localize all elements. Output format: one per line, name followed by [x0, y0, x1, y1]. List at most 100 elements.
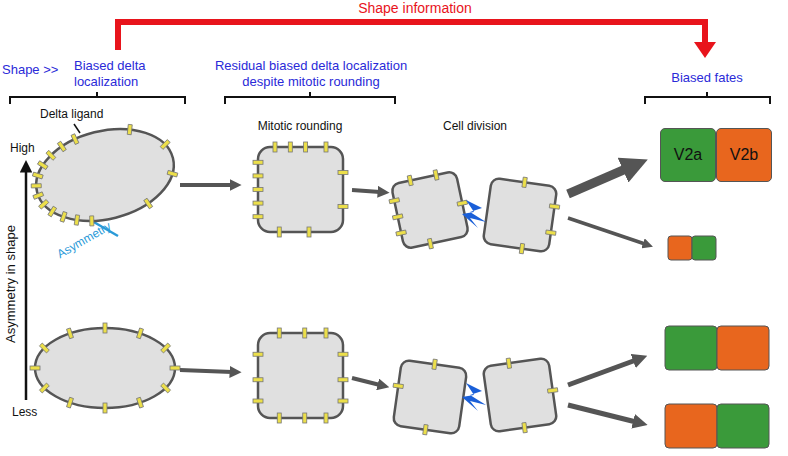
- delta-ligand: [396, 230, 407, 236]
- fate-cell: [665, 404, 717, 448]
- fate-cell: [717, 404, 769, 448]
- delta-ligand: [457, 200, 468, 206]
- delta-ligands: [30, 124, 348, 423]
- delta-ligand: [304, 142, 308, 152]
- delta-ligand: [67, 328, 74, 339]
- process-arrow: [180, 370, 232, 372]
- delta-ligand: [433, 170, 439, 181]
- delta-ligand: [103, 323, 107, 333]
- delta-ligand: [103, 403, 107, 413]
- delta-ligand: [303, 413, 307, 423]
- shape-info-bracket: [118, 22, 705, 50]
- process-arrow: [352, 190, 380, 192]
- label: Biased delta localization: [74, 58, 190, 90]
- delta-ligand: [522, 177, 527, 187]
- delta-ligand: [48, 206, 57, 217]
- delta-ligand: [324, 413, 328, 423]
- delta-ligand: [60, 211, 67, 222]
- delta-ligands: [385, 165, 563, 435]
- delta-ligand: [144, 198, 153, 209]
- delta-ligands: [385, 165, 475, 255]
- bracket: [645, 92, 770, 104]
- delta-ligand: [324, 328, 328, 338]
- delta-ligand: [307, 227, 311, 237]
- delta-ligand: [392, 214, 403, 220]
- signal-bolt: [462, 200, 486, 228]
- delta-ligand: [324, 142, 328, 152]
- shape-info-arrowhead: [694, 42, 716, 58]
- delta-ligand: [253, 160, 263, 164]
- fate-arrow: [568, 218, 645, 244]
- cell-type: V2b: [730, 146, 758, 164]
- delta-ligand: [67, 397, 74, 408]
- delta-ligand: [546, 230, 556, 235]
- delta-ligand: [519, 243, 524, 253]
- cell: [35, 328, 175, 408]
- delta-ligand: [37, 161, 48, 170]
- delta-ligand: [277, 413, 281, 423]
- bracket: [225, 92, 395, 104]
- bracket: [10, 92, 185, 104]
- rounded-cell: [258, 147, 343, 232]
- delta-ligand: [273, 142, 277, 152]
- fate-box: V2a: [660, 128, 716, 182]
- delta-ligand: [30, 366, 40, 370]
- leader-line: [74, 124, 80, 133]
- delta-ligand: [253, 352, 263, 356]
- cell: [26, 115, 183, 234]
- delta-ligand: [427, 238, 433, 249]
- delta-ligand: [338, 352, 348, 356]
- axis-arrow: [25, 170, 28, 400]
- delta-ligand: [393, 383, 403, 388]
- delta-ligand: [137, 397, 144, 408]
- delta-ligand: [423, 424, 428, 434]
- delta-ligand: [31, 184, 41, 188]
- label: Cell division: [420, 118, 530, 134]
- fate-cell: [668, 236, 692, 260]
- delta-ligand: [407, 175, 413, 186]
- fate-arrow: [568, 168, 628, 194]
- delta-ligand: [253, 399, 263, 403]
- delta-ligand: [160, 140, 170, 150]
- label: Biased fates: [655, 70, 759, 86]
- delta-ligand: [549, 204, 559, 209]
- delta-ligand: [127, 124, 132, 134]
- delta-ligand: [522, 422, 527, 432]
- delta-ligand: [253, 174, 263, 178]
- fate-box: V2b: [716, 128, 772, 182]
- delta-ligand: [277, 328, 281, 338]
- label: Residual biased delta localization despi…: [200, 58, 422, 90]
- delta-ligand: [170, 366, 180, 370]
- delta-ligand: [338, 205, 348, 209]
- delta-ligand: [57, 141, 66, 152]
- delta-ligands: [513, 177, 563, 258]
- label: High: [10, 140, 50, 156]
- process-arrow: [352, 378, 380, 385]
- delta-ligand: [71, 134, 79, 145]
- label: Shape >>: [2, 62, 74, 78]
- delta-ligand: [506, 358, 511, 368]
- daughter-cell: [483, 178, 558, 253]
- delta-ligand: [253, 188, 263, 192]
- delta-ligands: [506, 352, 563, 434]
- delta-ligand: [277, 227, 281, 237]
- delta-ligand: [161, 383, 171, 393]
- delta-ligand: [432, 359, 437, 369]
- fate-cell: [692, 236, 716, 260]
- fate-arrow: [568, 360, 636, 385]
- process-arrow: [180, 183, 232, 187]
- label: Asymmetry in shape: [3, 209, 19, 359]
- label: Less: [12, 404, 52, 420]
- delta-ligand: [46, 150, 56, 160]
- daughter-cell: [393, 360, 468, 435]
- label: Shape information: [330, 0, 500, 16]
- delta-ligand: [161, 343, 171, 353]
- delta-ligand: [39, 383, 49, 393]
- daughter-cell: [483, 358, 558, 433]
- delta-ligand: [389, 198, 400, 204]
- daughter-cell: [391, 171, 469, 249]
- delta-ligand: [39, 199, 49, 209]
- rounded-cell: [258, 333, 343, 418]
- delta-ligand: [303, 328, 307, 338]
- delta-ligand: [547, 388, 557, 393]
